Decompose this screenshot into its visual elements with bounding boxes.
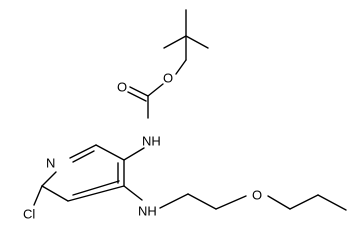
ring-bond-c5-c4-inner [72,180,120,196]
bond-ch2-ch2-b [289,194,319,210]
bond-c6-cl [33,185,43,206]
atom-label-o-ether: O [252,188,262,203]
bond-ch2-ch2 [187,193,217,210]
bond-tbu-right [185,35,209,49]
atom-label-nh-amine: NH [138,204,157,219]
ring-bond-c2-n-inner [72,150,95,163]
bond-c4-nh [123,185,143,201]
ring-bond-c5-c4 [67,185,125,202]
atom-label-o-carbonyl: O [117,80,127,95]
bond-co-double-1 [129,86,149,97]
atom-label-nh-carbamate: NH [142,134,161,149]
bond-tbu-left [163,35,187,49]
atom-label-cl: Cl [23,207,35,222]
atom-label-o-ester: O [163,71,173,86]
ring-bond-c6-c5 [41,185,69,202]
bond-o-carbonylc [147,83,164,97]
bond-ch2-ch3 [317,194,347,211]
bond-ch2-o [215,195,247,210]
atom-label-n-ring: N [46,156,55,171]
bond-o-ch2 [267,195,291,210]
bond-tbu-o [175,59,187,75]
bond-co-double-2 [127,91,147,102]
ring-bond-c3-c2 [95,144,125,161]
bond-nh-ring [123,147,145,161]
ring-bond-c2-n [69,144,97,159]
ring-bond-n-c6 [41,171,57,187]
bond-nh-ch2 [159,193,189,209]
